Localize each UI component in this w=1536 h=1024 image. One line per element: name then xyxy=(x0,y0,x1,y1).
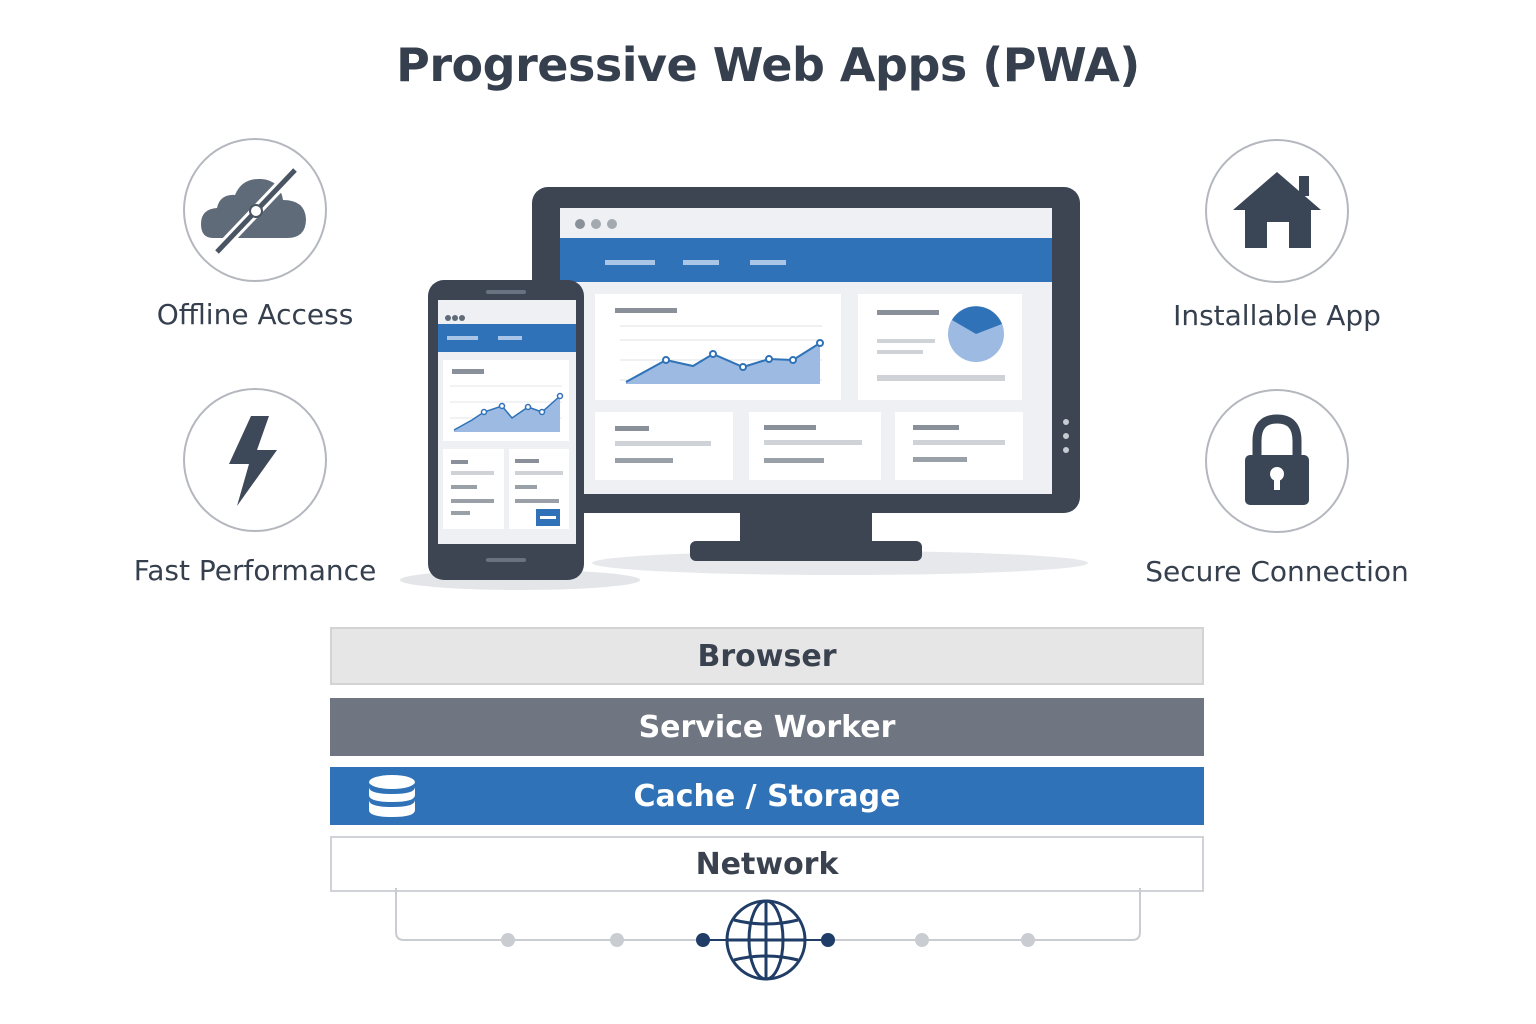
layer-network: Network xyxy=(330,836,1204,892)
feature-label: Secure Connection xyxy=(1145,555,1409,588)
house-icon xyxy=(1233,172,1321,248)
page-title: Progressive Web Apps (PWA) xyxy=(396,38,1140,92)
feature-label: Installable App xyxy=(1173,299,1381,332)
padlock-icon xyxy=(1245,414,1309,505)
feature-circle xyxy=(183,138,327,282)
smartphone xyxy=(428,280,584,580)
feature-circle xyxy=(1205,139,1349,283)
database-icon xyxy=(369,775,415,817)
network-connection xyxy=(395,888,1141,981)
layer-service-worker-label: Service Worker xyxy=(638,709,896,745)
feature-fast-performance: Fast Performance xyxy=(105,388,405,587)
feature-label: Fast Performance xyxy=(133,554,377,587)
feature-installable-app: Installable App xyxy=(1127,139,1427,332)
layer-service-worker: Service Worker xyxy=(330,698,1204,756)
devices-illustration xyxy=(400,187,1088,590)
layer-browser: Browser xyxy=(330,627,1204,685)
lightning-bolt-icon xyxy=(229,416,277,506)
layer-cache-storage-label: Cache / Storage xyxy=(633,778,901,814)
layer-network-label: Network xyxy=(695,846,839,882)
feature-circle xyxy=(183,388,327,532)
cloud-offline-icon xyxy=(201,166,306,256)
feature-circle xyxy=(1205,389,1349,533)
feature-label: Offline Access xyxy=(156,298,354,331)
desktop-monitor xyxy=(532,187,1080,561)
feature-secure-connection: Secure Connection xyxy=(1127,389,1427,588)
feature-offline-access: Offline Access xyxy=(105,138,405,331)
globe-icon xyxy=(725,899,807,981)
layer-cache-storage: Cache / Storage xyxy=(330,767,1204,825)
layer-browser-label: Browser xyxy=(697,638,837,674)
